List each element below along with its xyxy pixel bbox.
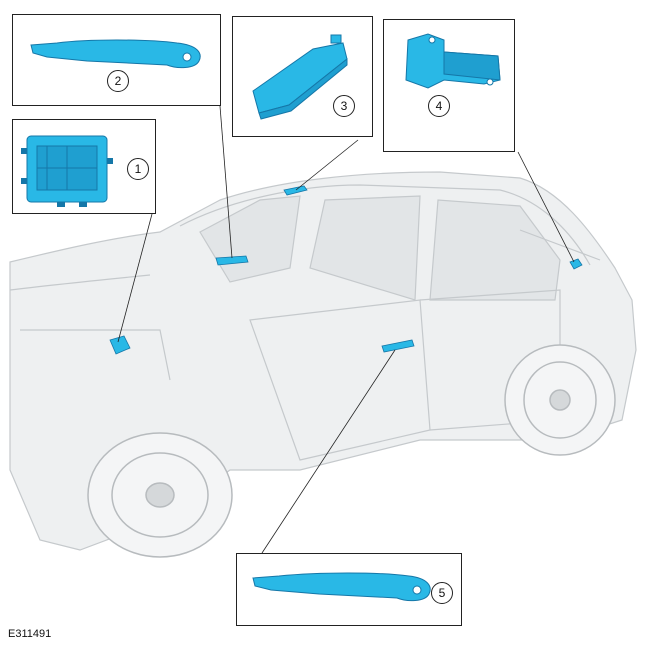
callout-number-3: 3 (333, 95, 355, 117)
callout-number-1: 1 (127, 158, 149, 180)
callout-box-5: 5 (236, 553, 462, 626)
part-location-markers (109, 185, 583, 355)
location-3-marker (283, 185, 308, 196)
location-4-marker (569, 258, 583, 270)
rear-wheel (504, 344, 616, 456)
door-handle-icon (252, 572, 431, 602)
leader-line-1 (117, 213, 153, 343)
leader-line-5 (261, 349, 396, 554)
location-5-marker (381, 339, 415, 353)
location-2-marker (215, 255, 249, 266)
leader-line-4 (517, 151, 575, 263)
callout-number-2: 2 (107, 70, 129, 92)
leader-lines (117, 105, 575, 554)
door-handle-icon (30, 39, 201, 69)
callout-box-3: 3 (232, 16, 373, 137)
callout-number-5: 5 (431, 582, 453, 604)
front-wheel (87, 432, 233, 558)
leader-line-2 (219, 105, 233, 259)
leader-line-3 (295, 139, 359, 191)
callout-box-4: 4 (383, 19, 515, 152)
callout-number-4: 4 (428, 95, 450, 117)
figure-id-label: E311491 (8, 628, 52, 640)
bracket-module-icon (405, 33, 501, 89)
callout-box-1: 1 (12, 119, 156, 214)
control-module-icon (21, 135, 113, 207)
antenna-module-icon (252, 34, 348, 120)
callout-box-2: 2 (12, 14, 221, 106)
